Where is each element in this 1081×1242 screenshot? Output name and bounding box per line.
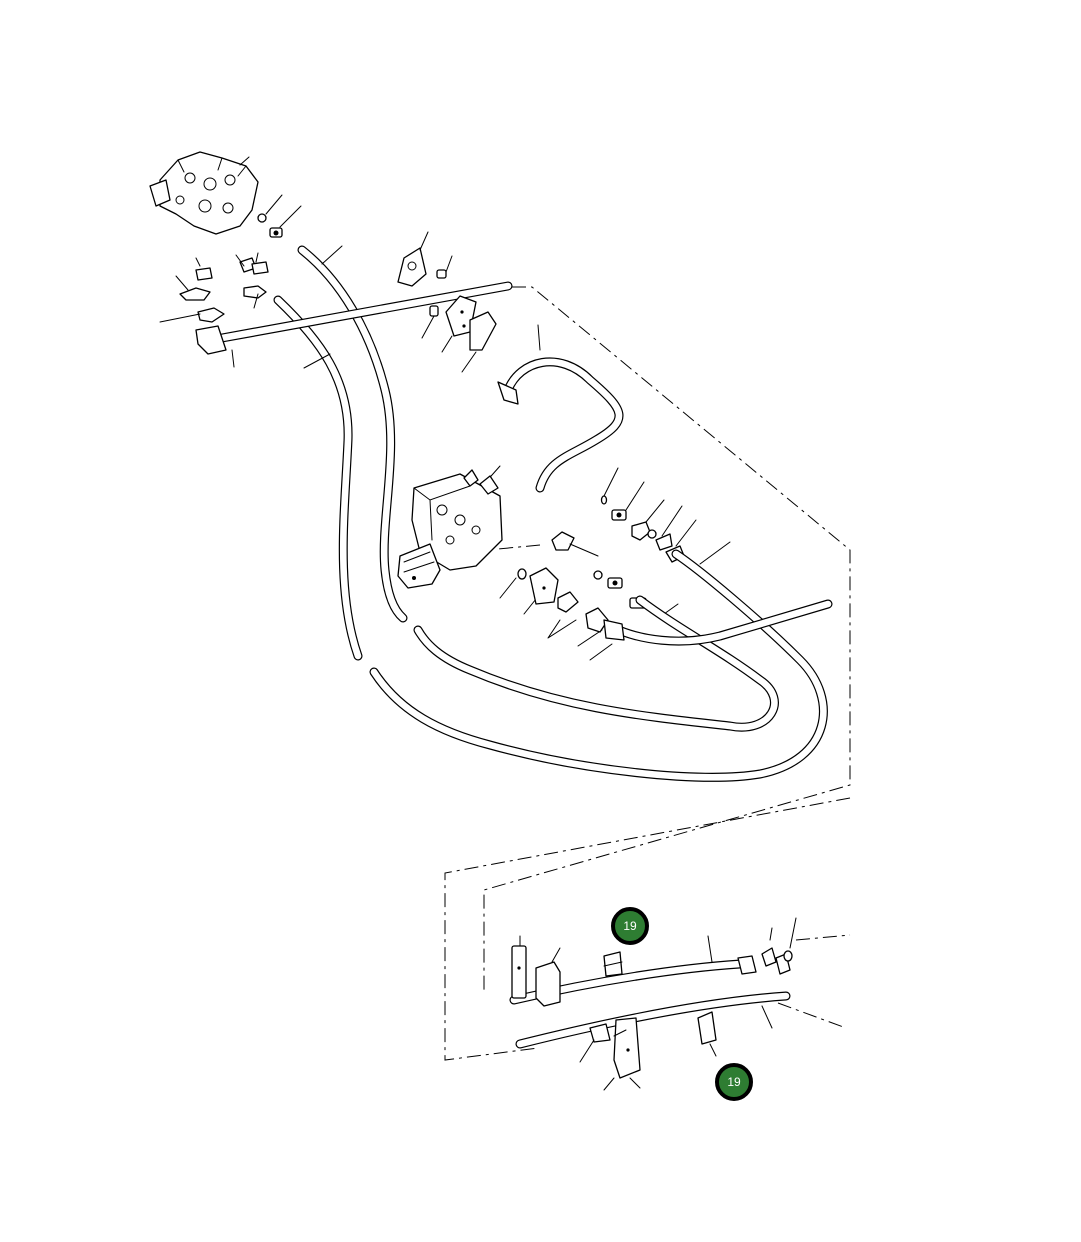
callout-marker[interactable]: 19	[611, 907, 649, 945]
callout-circle[interactable]	[611, 907, 649, 945]
lower-detail-clamps	[511, 917, 797, 1091]
hydraulic-pump	[149, 151, 259, 235]
callout-marker[interactable]: 19	[715, 1063, 753, 1101]
callout-circle[interactable]	[715, 1063, 753, 1101]
control-valve	[397, 469, 503, 589]
dashed-boundary-lines	[444, 286, 851, 1061]
upper-hoses	[195, 245, 624, 661]
hose-clamp-brackets	[397, 231, 497, 373]
right-hoses	[369, 549, 833, 782]
pump-fittings	[159, 194, 302, 323]
